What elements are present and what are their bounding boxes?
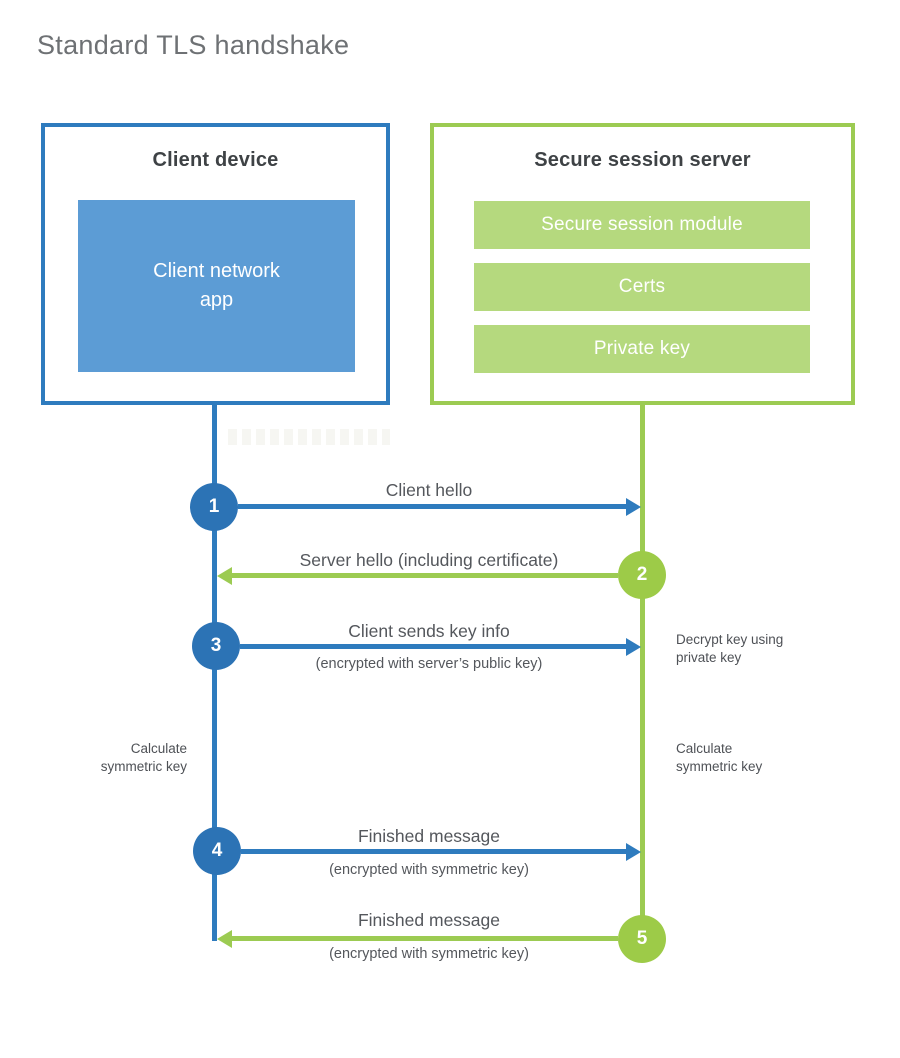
message-server-hello: Server hello (including certificate) bbox=[299, 550, 559, 570]
arrow-shaft bbox=[240, 644, 627, 649]
message-finished-client-sub: (encrypted with symmetric key) bbox=[329, 862, 529, 878]
server-module-label: Private key bbox=[593, 338, 691, 359]
arrow-head-right-icon bbox=[626, 498, 641, 516]
arrow-client-key-info bbox=[240, 638, 641, 656]
arrow-server-hello bbox=[217, 567, 618, 585]
message-client-key-info: Client sends key info bbox=[348, 621, 510, 641]
note-decrypt-key: Decrypt key using private key bbox=[676, 632, 784, 665]
arrow-head-right-icon bbox=[626, 843, 641, 861]
arrow-client-hello bbox=[238, 498, 641, 516]
server-module-certs: Certs bbox=[474, 263, 810, 311]
arrow-head-right-icon bbox=[626, 638, 641, 656]
message-client-key-info-sub: (encrypted with server’s public key) bbox=[315, 656, 543, 672]
secure-session-server-title: Secure session server bbox=[534, 149, 751, 171]
client-device-title: Client device bbox=[152, 149, 279, 171]
ghost-watermark-marks bbox=[228, 429, 390, 445]
server-module-label: Certs bbox=[618, 276, 666, 297]
client-network-app-label: Client network app bbox=[153, 260, 280, 311]
server-module-label: Secure session module bbox=[541, 214, 743, 235]
step-number: 3 bbox=[210, 635, 222, 656]
step-number: 1 bbox=[208, 496, 220, 517]
arrow-head-left-icon bbox=[217, 930, 232, 948]
arrow-shaft bbox=[238, 504, 627, 509]
page-title: Standard TLS handshake bbox=[37, 30, 350, 60]
step-2-badge: 2 bbox=[618, 551, 666, 599]
server-module-private-key: Private key bbox=[474, 325, 810, 373]
message-client-hello: Client hello bbox=[385, 480, 473, 500]
step-3-badge: 3 bbox=[192, 622, 240, 670]
step-5-badge: 5 bbox=[618, 915, 666, 963]
arrow-finished-server bbox=[217, 930, 618, 948]
message-finished-server-sub: (encrypted with symmetric key) bbox=[329, 946, 529, 962]
arrow-finished-client bbox=[241, 843, 641, 861]
message-finished-client: Finished message bbox=[357, 826, 501, 846]
arrow-shaft bbox=[241, 849, 627, 854]
step-number: 5 bbox=[636, 928, 648, 949]
note-calc-symmetric-key-client: Calculate symmetric key bbox=[100, 741, 187, 774]
step-number: 2 bbox=[636, 564, 648, 585]
client-lifeline bbox=[212, 405, 217, 941]
client-network-app-block: Client network app bbox=[78, 200, 355, 372]
server-lifeline bbox=[640, 405, 645, 939]
arrow-shaft bbox=[231, 936, 618, 941]
arrow-head-left-icon bbox=[217, 567, 232, 585]
message-finished-server: Finished message bbox=[357, 910, 501, 930]
step-number: 4 bbox=[211, 840, 223, 861]
server-module-secure-session: Secure session module bbox=[474, 201, 810, 249]
note-calc-symmetric-key-server: Calculate symmetric key bbox=[676, 741, 763, 774]
step-1-badge: 1 bbox=[190, 483, 238, 531]
step-4-badge: 4 bbox=[193, 827, 241, 875]
arrow-shaft bbox=[231, 573, 618, 578]
